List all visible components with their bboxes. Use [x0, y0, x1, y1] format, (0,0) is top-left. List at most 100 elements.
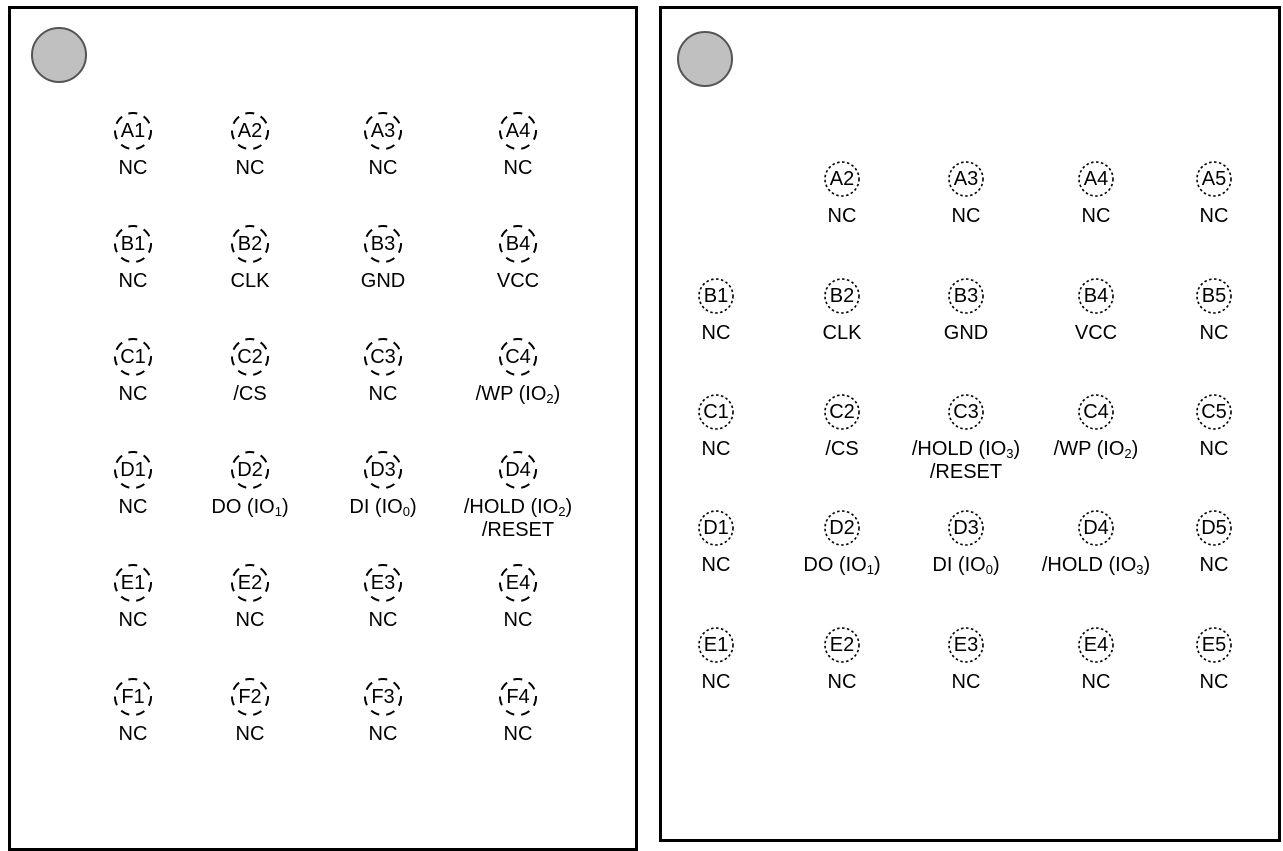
ball-signal-label: NC: [1199, 671, 1229, 693]
ball-signal-label: /HOLD (IO2)/RESET: [463, 496, 573, 541]
ball-id-label: B1: [120, 233, 146, 255]
ball-id-label: D3: [370, 459, 396, 481]
ball-outline: [114, 225, 152, 263]
ball-outline: [499, 564, 537, 602]
ball-signal-label: GND: [943, 322, 989, 344]
ball-outline: [364, 451, 402, 489]
ball-id-label: C4: [1083, 401, 1109, 423]
ball-outline: [1196, 627, 1232, 663]
ball-signal-label: NC: [951, 205, 981, 227]
ball-signal-label: DO (IO1): [803, 554, 881, 577]
ball-outline: [1196, 161, 1232, 197]
ball-id-label: C2: [237, 346, 263, 368]
ball-signal-label: /WP (IO2): [1053, 438, 1139, 461]
right-package-outline: [659, 6, 1281, 842]
ball-outline: [698, 394, 734, 430]
ball-id-label: A3: [953, 168, 979, 190]
ball-signal-label: VCC: [1074, 322, 1118, 344]
ball-signal-label: /HOLD (IO3)/RESET: [911, 438, 1021, 483]
ball-signal-label: NC: [235, 609, 265, 631]
ball-outline: [114, 338, 152, 376]
ball-id-label: A4: [1083, 168, 1109, 190]
ball-signal-label: NC: [503, 157, 533, 179]
ball-id-label: C2: [829, 401, 855, 423]
ball-outline: [231, 338, 269, 376]
ball-outline: [231, 225, 269, 263]
ball-id-label: C5: [1201, 401, 1227, 423]
ball-signal-label: DO (IO1): [211, 496, 289, 519]
ball-id-label: E2: [829, 634, 855, 656]
ball-signal-label: NC: [118, 496, 148, 518]
ball-signal-label: /HOLD (IO3): [1041, 554, 1151, 577]
ball-signal-label: NC: [701, 438, 731, 460]
ball-signal-label: NC: [235, 157, 265, 179]
ball-id-label: D5: [1201, 517, 1227, 539]
ball-id-label: B2: [829, 285, 855, 307]
ball-outline: [364, 225, 402, 263]
ball-id-label: B1: [703, 285, 729, 307]
ball-signal-label: DI (IO0): [932, 554, 1000, 577]
ball-signal-label: /CS: [233, 383, 267, 405]
ball-id-label: E3: [953, 634, 979, 656]
ball-outline: [364, 338, 402, 376]
ball-signal-label: NC: [503, 609, 533, 631]
ball-id-label: F3: [371, 686, 395, 708]
ball-outline: [948, 394, 984, 430]
ball-signal-label: NC: [118, 270, 148, 292]
ball-signal-label: NC: [118, 383, 148, 405]
ball-id-label: D4: [1083, 517, 1109, 539]
ball-id-label: F1: [121, 686, 145, 708]
ball-outline: [824, 278, 860, 314]
ball-outline: [698, 510, 734, 546]
ball-outline: [948, 510, 984, 546]
ball-signal-label: NC: [1081, 671, 1111, 693]
ball-id-label: B5: [1201, 285, 1227, 307]
ball-signal-label: /WP (IO2): [475, 383, 561, 406]
ball-outline: [114, 678, 152, 716]
ball-id-label: B3: [370, 233, 396, 255]
ball-signal-label: NC: [701, 554, 731, 576]
ball-signal-label: NC: [701, 322, 731, 344]
ball-signal-label: DI (IO0): [349, 496, 417, 519]
ball-signal-label: NC: [827, 205, 857, 227]
ball-id-label: E4: [1083, 634, 1109, 656]
ball-id-label: C3: [953, 401, 979, 423]
ball-id-label: E4: [505, 572, 531, 594]
ball-signal-label: NC: [368, 723, 398, 745]
ball-signal-label: GND: [360, 270, 406, 292]
ball-id-label: B4: [505, 233, 531, 255]
ball-id-label: C1: [703, 401, 729, 423]
ball-id-label: A5: [1201, 168, 1227, 190]
ball-id-label: D2: [237, 459, 263, 481]
ball-id-label: C1: [120, 346, 146, 368]
ball-outline: [364, 112, 402, 150]
pin1-marker-dot: [31, 27, 87, 83]
ball-outline: [114, 564, 152, 602]
ball-id-label: E2: [237, 572, 263, 594]
ball-outline: [364, 564, 402, 602]
ball-id-label: D2: [829, 517, 855, 539]
ball-id-label: C3: [370, 346, 396, 368]
ball-signal-label: NC: [368, 609, 398, 631]
ball-outline: [1078, 278, 1114, 314]
ball-signal-label: NC: [701, 671, 731, 693]
ball-outline: [824, 510, 860, 546]
ball-outline: [231, 451, 269, 489]
ball-id-label: D1: [120, 459, 146, 481]
ball-outline: [499, 678, 537, 716]
ball-outline: [948, 278, 984, 314]
ball-id-label: E3: [370, 572, 396, 594]
ball-outline: [1196, 510, 1232, 546]
ball-outline: [499, 225, 537, 263]
ball-signal-label: NC: [235, 723, 265, 745]
ball-signal-label: NC: [118, 609, 148, 631]
ball-signal-label: NC: [368, 157, 398, 179]
ball-id-label: D4: [505, 459, 531, 481]
ball-outline: [499, 338, 537, 376]
ball-outline: [698, 627, 734, 663]
pin1-marker-dot: [677, 31, 733, 87]
ball-outline: [114, 451, 152, 489]
ball-outline: [114, 112, 152, 150]
ball-signal-label: /CS: [825, 438, 859, 460]
ball-signal-label: NC: [951, 671, 981, 693]
